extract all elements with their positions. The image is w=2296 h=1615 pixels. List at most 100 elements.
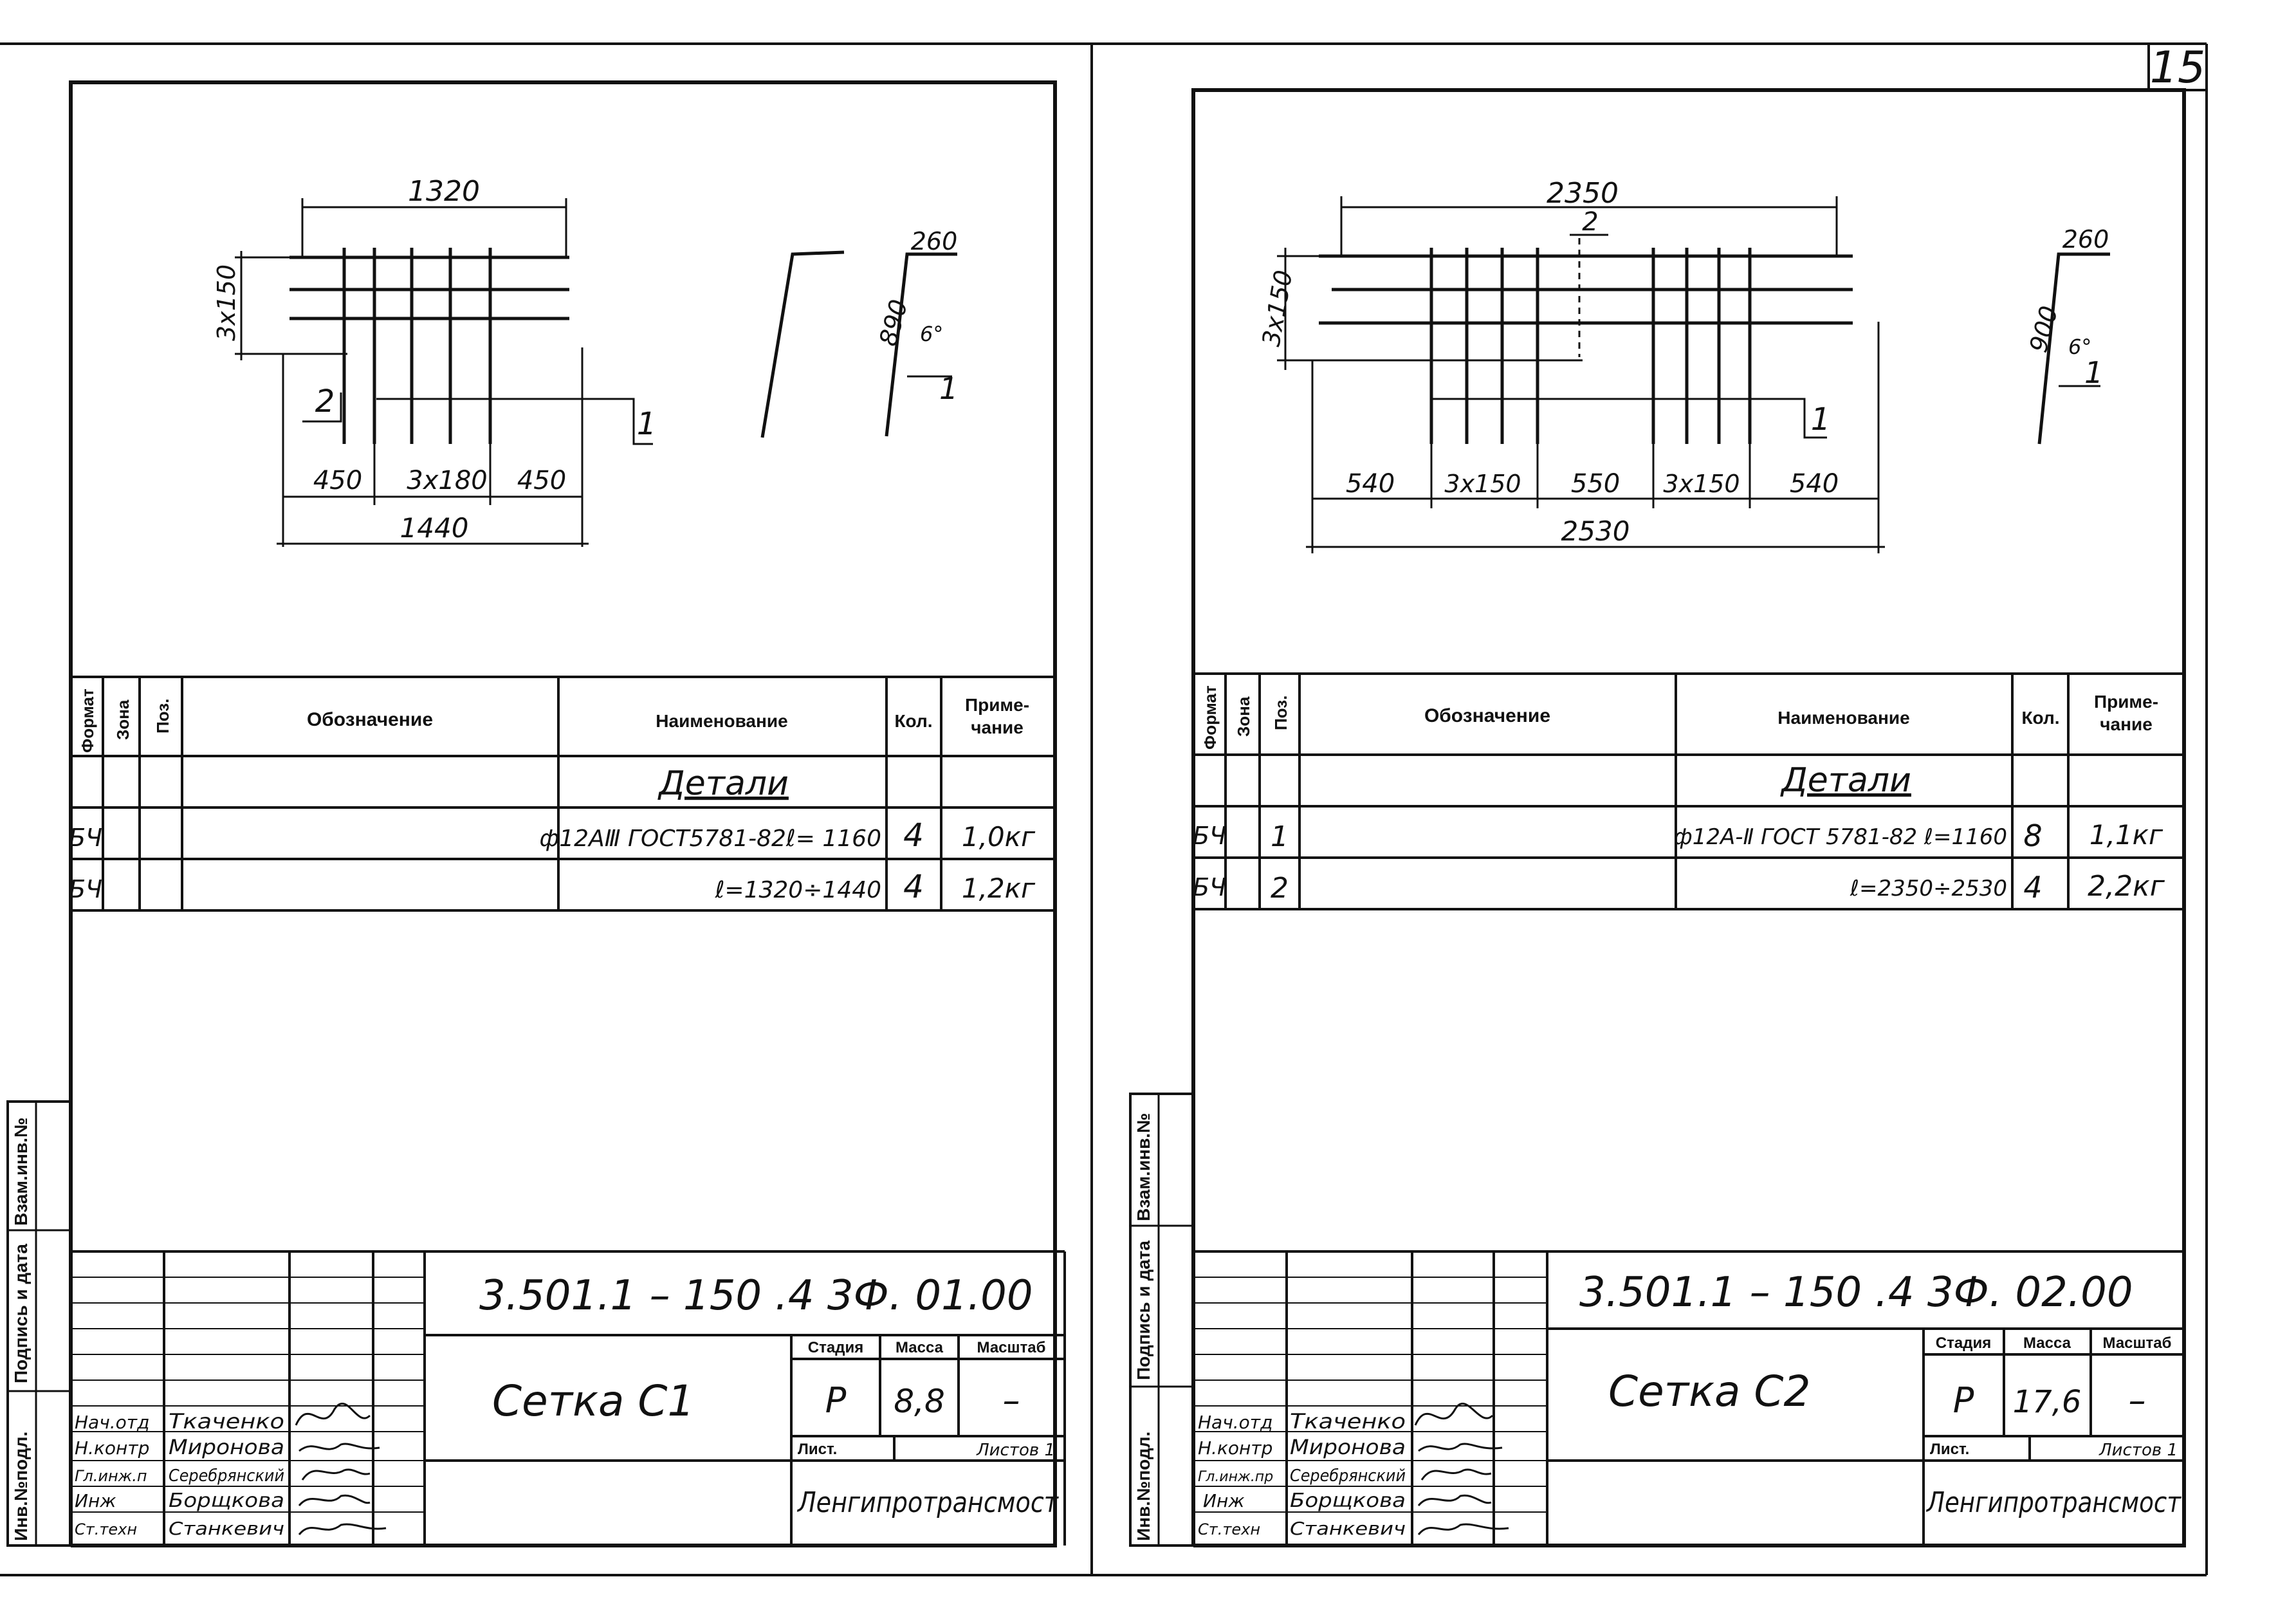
title-mass: 8,8 — [894, 1383, 945, 1420]
row1-qty: 8 — [2023, 818, 2042, 853]
staff-name: Станкевич — [1290, 1518, 1406, 1539]
sheet-right-side-stamp: Инв.№подл. Подпись и дата Взам.инв.№ — [1129, 1093, 1195, 1547]
title-name: Сетка С2 — [1608, 1367, 1811, 1416]
staff-role: Ст.техн — [75, 1520, 137, 1538]
hdr-listov: Листов 1 — [2099, 1441, 2178, 1460]
staff-role: Ст.техн — [1198, 1520, 1260, 1538]
hdr-oboznachenie: Обозначение — [307, 709, 433, 730]
sheet-right-title-block: 3.501.1 – 150 .4 3Ф. 02.00 Сетка С2 Стад… — [1193, 1250, 2184, 1546]
row1-format: БЧ — [69, 824, 102, 852]
row2-name: ℓ=1320÷1440 — [715, 877, 881, 903]
hdr-zona: Зона — [1234, 696, 1253, 737]
dim-bottom-5: 540 — [1790, 469, 1839, 499]
signatures — [1414, 1403, 1509, 1535]
hdr-oboznachenie: Обозначение — [1424, 705, 1550, 726]
page-number: 15 — [2150, 42, 2206, 93]
spec-row: БЧ 2 ℓ=2350÷2530 4 2,2кг — [1193, 870, 2165, 905]
hdr-kol: Кол. — [894, 711, 932, 731]
staff-name: Серебрянский — [169, 1466, 284, 1486]
staff-name: Борщкова — [169, 1490, 284, 1512]
sheet-left-spec-table: Формат Зона Поз. Обозначение Наименовани… — [69, 676, 1055, 912]
dim-bottom-1: 450 — [313, 466, 362, 495]
staff-name: Станкевич — [169, 1518, 284, 1539]
dim-bottom-1: 540 — [1346, 469, 1395, 499]
side-stamp-vzam-inv: Взам.инв.№ — [11, 1118, 31, 1226]
hdr-zona: Зона — [113, 699, 133, 740]
row1-pos: 1 — [1271, 820, 1289, 853]
staff-name: Серебрянский — [1290, 1466, 1406, 1486]
row1-name: ф12А-Ⅱ ГОСТ 5781-82 ℓ=1160 — [1674, 824, 2007, 850]
side-stamp-inv-podl: Инв.№подл. — [11, 1432, 31, 1541]
sheet-right-spec-table: Формат Зона Поз. Обозначение Наименовани… — [1193, 672, 2184, 910]
side-stamp-podpis-data: Подпись и дата — [11, 1244, 31, 1383]
hdr-list: Лист. — [1930, 1441, 1969, 1458]
dim-bottom-2: 3x150 — [1444, 470, 1521, 498]
page-number-box: 15 — [2147, 42, 2207, 93]
row1-note: 1,1кг — [2089, 819, 2163, 851]
staff-name: Миронова — [169, 1435, 284, 1459]
row2-pos: 2 — [1271, 872, 1289, 905]
staff-role: Н.контр — [75, 1437, 149, 1459]
hdr-listov: Листов 1 — [976, 1441, 1055, 1460]
title-stage: Р — [825, 1380, 847, 1421]
spec-row: БЧ ℓ=1320÷1440 4 1,2кг — [69, 868, 1036, 905]
bend-angle: 6° — [920, 322, 943, 346]
dim-bottom-2: 3x180 — [407, 466, 487, 495]
staff-role: Нач.отд — [1198, 1412, 1272, 1433]
hdr-poz: Поз. — [153, 699, 172, 734]
hdr-naimenovanie: Наименование — [1777, 708, 1909, 728]
dim-side: 3x150 — [212, 264, 241, 341]
staff-name: Ткаченко — [1290, 1409, 1406, 1434]
title-stage: Р — [1953, 1380, 1974, 1421]
bend-angle: 6° — [2068, 335, 2091, 359]
dim-bottom-4: 3x150 — [1663, 470, 1740, 498]
title-org: Ленгипротрансмост — [1925, 1486, 2181, 1519]
row1-qty: 4 — [903, 817, 924, 854]
staff-role: Нач.отд — [75, 1412, 149, 1433]
leader-1-label: 1 — [637, 406, 657, 442]
hdr-prim-1: Приме- — [2094, 692, 2158, 712]
side-stamp-podpis-data: Подпись и дата — [1134, 1241, 1153, 1380]
title-scale: – — [2129, 1380, 2146, 1421]
staff-role: Инж — [1203, 1490, 1244, 1511]
staff-role: Инж — [75, 1490, 116, 1511]
dim-total: 2530 — [1561, 515, 1630, 547]
hdr-kol: Кол. — [2021, 708, 2059, 728]
side-stamp-vzam-inv: Взам.инв.№ — [1134, 1113, 1153, 1221]
dim-top: 2350 — [1547, 177, 1619, 210]
row2-format: БЧ — [1193, 873, 1226, 901]
row2-format: БЧ — [69, 875, 102, 903]
hdr-masshtab: Масштаб — [977, 1339, 1046, 1356]
sheet-right: Инв.№подл. Подпись и дата Взам.инв.№ — [1129, 88, 2186, 1547]
sheet-left-title-block: 3.501.1 – 150 .4 3Ф. 01.00 Сетка С1 Стад… — [71, 1250, 1066, 1546]
leader-2-label: 2 — [315, 383, 335, 420]
title-org: Ленгипротрансмост — [796, 1486, 1059, 1519]
mesh-c1-drawing — [235, 198, 957, 547]
bend-b: 900 — [2024, 303, 2063, 355]
row2-qty: 4 — [903, 868, 924, 905]
title-name: Сетка С1 — [492, 1376, 695, 1426]
row2-name: ℓ=2350÷2530 — [1850, 876, 2007, 901]
mesh-c2-dimensions: 2350 3x150 540 3x150 550 3x150 540 2530 … — [1257, 177, 2109, 547]
bend-a: 260 — [911, 227, 958, 255]
staff-name: Миронова — [1290, 1435, 1406, 1459]
page-frame — [0, 42, 2208, 1576]
sheet-right-frame — [1191, 88, 2186, 1547]
staff-name: Ткаченко — [169, 1409, 284, 1434]
hdr-prim-1: Приме- — [965, 695, 1029, 715]
hdr-massa: Масса — [2023, 1334, 2071, 1352]
dim-total: 1440 — [400, 512, 469, 544]
hdr-prim-2: чание — [2100, 714, 2153, 734]
dim-top: 1320 — [408, 175, 480, 208]
spec-row: БЧ ф12АⅢ ГОСТ5781-82ℓ= 1160 4 1,0кг — [69, 817, 1036, 854]
bend-b: 890 — [874, 297, 913, 349]
staff-role: Н.контр — [1198, 1437, 1272, 1459]
spec-section: Детали — [1780, 761, 1911, 800]
hdr-poz: Поз. — [1271, 696, 1290, 730]
dim-bottom-3: 450 — [517, 466, 566, 495]
bend-label: 1 — [939, 371, 958, 406]
mesh-c1-dimensions: 1320 3x150 450 3x180 450 1440 1 2 260 89… — [212, 175, 958, 544]
staff-list: Нач.отд Ткаченко Н.контр Миронова Гл.инж… — [75, 1409, 284, 1539]
sheet-left-frame — [69, 80, 1057, 1547]
hdr-format: Формат — [78, 688, 97, 753]
